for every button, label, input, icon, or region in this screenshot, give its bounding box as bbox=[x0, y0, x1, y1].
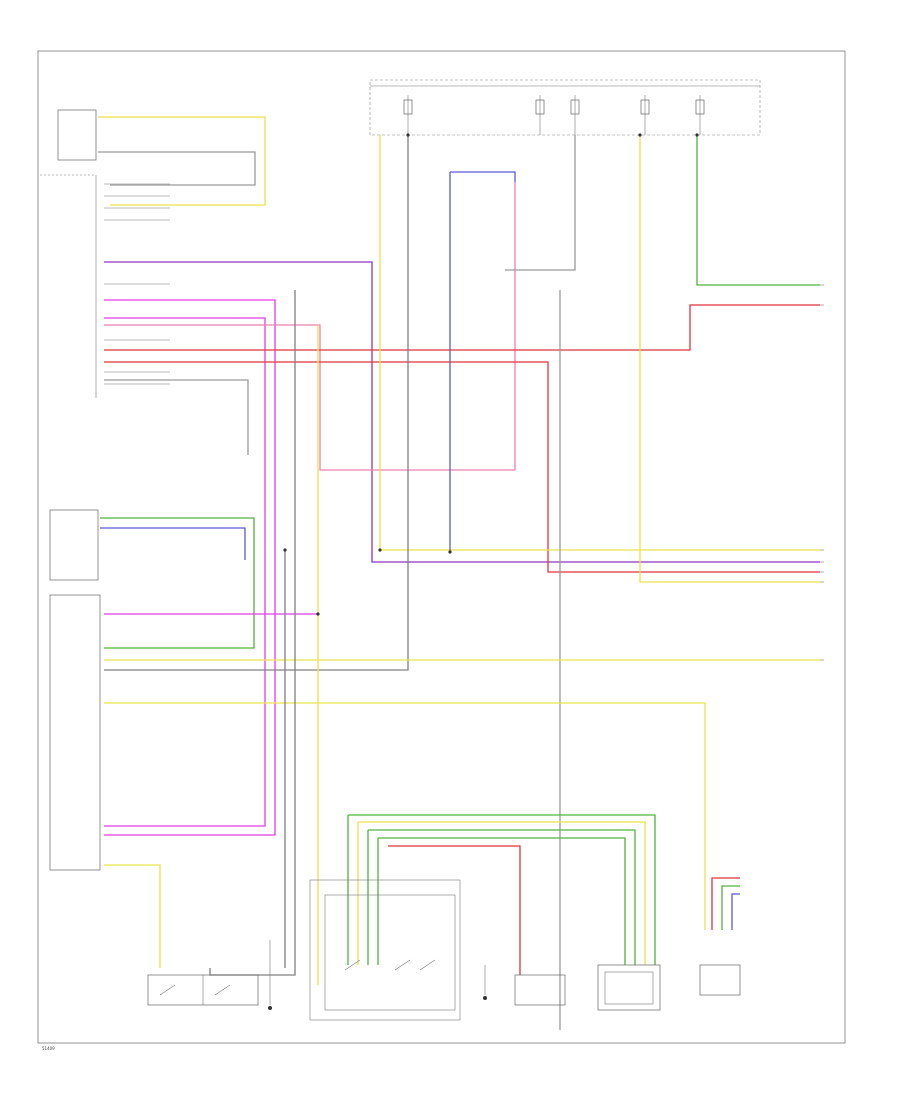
middle-module-a bbox=[49, 509, 99, 581]
wire-gray-mid bbox=[104, 379, 249, 455]
mode-selector-component bbox=[597, 964, 661, 1011]
wire-gray-panel-b bbox=[209, 290, 296, 976]
wire-red-branch bbox=[104, 361, 820, 573]
wire-magenta-lower bbox=[104, 317, 266, 827]
control-panel-module bbox=[49, 594, 101, 871]
wire-yellow-lower-2 bbox=[104, 702, 706, 930]
ground-point-left bbox=[268, 940, 272, 1010]
blower-switch-component bbox=[309, 879, 461, 1021]
wire-yellow-lower-3 bbox=[104, 864, 161, 968]
right-connector-wires bbox=[711, 877, 740, 930]
wire-red-main bbox=[104, 304, 820, 351]
fuse-block bbox=[369, 79, 761, 136]
left-module-connector bbox=[40, 109, 170, 398]
wire-gray-top bbox=[98, 151, 256, 186]
wire-gray-fuse-2 bbox=[104, 135, 409, 671]
wire-gray-fuse-5 bbox=[505, 135, 576, 271]
wire-blue-top bbox=[450, 171, 516, 182]
right-terminal-ticks bbox=[820, 284, 824, 661]
switch-bundle-wires bbox=[347, 814, 656, 975]
wire-green-module-a bbox=[100, 517, 255, 649]
diagram-frame bbox=[37, 50, 846, 1044]
wire-yellow-fuse-3 bbox=[639, 135, 820, 583]
wire-green-fuse-4 bbox=[696, 135, 820, 286]
wire-purple-main bbox=[104, 261, 820, 563]
wire-magenta-upper bbox=[104, 299, 276, 836]
page-code: 51409 bbox=[42, 1046, 55, 1051]
wire-pink-mid bbox=[104, 182, 516, 471]
splice-points bbox=[283, 133, 699, 616]
right-junction-component bbox=[699, 964, 741, 996]
wire-yellow-fuse-1 bbox=[379, 135, 820, 551]
wire-yellow-top bbox=[98, 116, 266, 206]
wire-blue-module-a bbox=[100, 527, 246, 560]
ground-point-center bbox=[483, 965, 487, 1000]
blower-motor-component bbox=[514, 974, 566, 1006]
pressure-switch-component bbox=[147, 974, 259, 1006]
